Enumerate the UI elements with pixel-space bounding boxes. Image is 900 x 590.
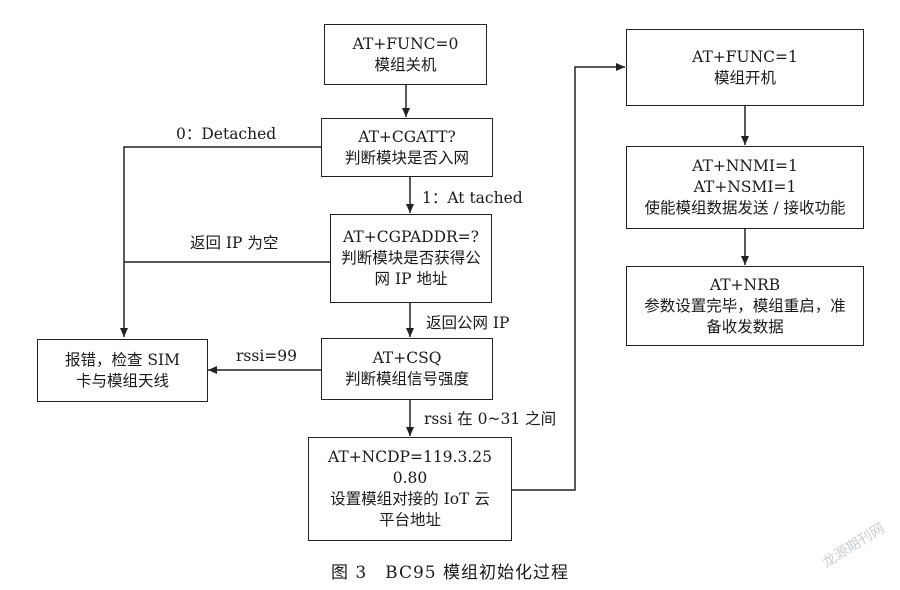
node-csq-command: AT+CSQ [372, 349, 442, 367]
node-error-line-1: 报错，检查 SIM [64, 350, 181, 369]
node-cgpaddr-command: AT+CGPADDR=? [343, 228, 479, 246]
node-ncdp-desc-1: 设置模组对接的 IoT 云 [330, 490, 490, 508]
node-cgatt-desc: 判断模块是否入网 [344, 148, 469, 167]
label-public-ip: 返回公网 IP [426, 314, 510, 332]
node-nrb-command: AT+NRB [709, 275, 781, 294]
label-rssi99: rssi=99 [236, 347, 297, 365]
node-nnmi-desc: 使能模组数据发送 / 接收功能 [644, 199, 846, 217]
node-ncdp-desc-2: 平台地址 [378, 511, 441, 529]
node-nnmi-command-2: AT+NSMI=1 [693, 178, 797, 196]
node-nrb: AT+NRB 参数设置完毕，模组重启，准 备收发数据 [626, 266, 864, 346]
node-func1: AT+FUNC=1 模组开机 [626, 29, 864, 106]
node-cgpaddr: AT+CGPADDR=? 判断模块是否获得公 网 IP 地址 [330, 214, 492, 303]
figure-caption: 图 3 BC95 模组初始化过程 [330, 563, 570, 583]
node-error: 报错，检查 SIM 卡与模组天线 [37, 339, 208, 402]
node-csq: AT+CSQ 判断模组信号强度 [321, 338, 493, 400]
node-nnmi: AT+NNMI=1 AT+NSMI=1 使能模组数据发送 / 接收功能 [626, 146, 864, 229]
node-cgatt: AT+CGATT? 判断模块是否入网 [321, 118, 493, 177]
arrow-ncdp-to-func1 [512, 63, 625, 491]
node-func0: AT+FUNC=0 模组关机 [324, 24, 487, 85]
node-ncdp: AT+NCDP=119.3.25 0.80 设置模组对接的 IoT 云 平台地址 [308, 437, 512, 541]
node-cgpaddr-desc-1: 判断模块是否获得公 [341, 249, 481, 267]
node-func1-command: AT+FUNC=1 [692, 47, 798, 66]
node-nrb-desc-1: 参数设置完毕，模组重启，准 [644, 296, 846, 315]
node-error-line-2: 卡与模组天线 [75, 371, 169, 390]
label-detached: 0：Detached [176, 125, 277, 143]
node-nrb-desc-2: 备收发数据 [706, 317, 784, 336]
node-ncdp-command-2: 0.80 [392, 469, 428, 487]
label-attached: 1：At tached [422, 189, 523, 207]
label-rssi-range: rssi 在 0~31 之间 [424, 410, 557, 428]
node-cgatt-command: AT+CGATT? [358, 127, 456, 146]
label-ip-empty: 返回 IP 为空 [190, 234, 279, 252]
node-func1-desc: 模组开机 [713, 68, 776, 87]
node-nnmi-command-1: AT+NNMI=1 [692, 157, 798, 175]
node-cgpaddr-desc-2: 网 IP 地址 [374, 270, 448, 288]
arrow-cgatt-detached [120, 146, 321, 337]
node-func0-command: AT+FUNC=0 [352, 34, 459, 53]
node-func0-desc: 模组关机 [374, 55, 437, 74]
node-ncdp-command-1: AT+NCDP=119.3.25 [328, 448, 492, 466]
node-csq-desc: 判断模组信号强度 [344, 370, 469, 388]
